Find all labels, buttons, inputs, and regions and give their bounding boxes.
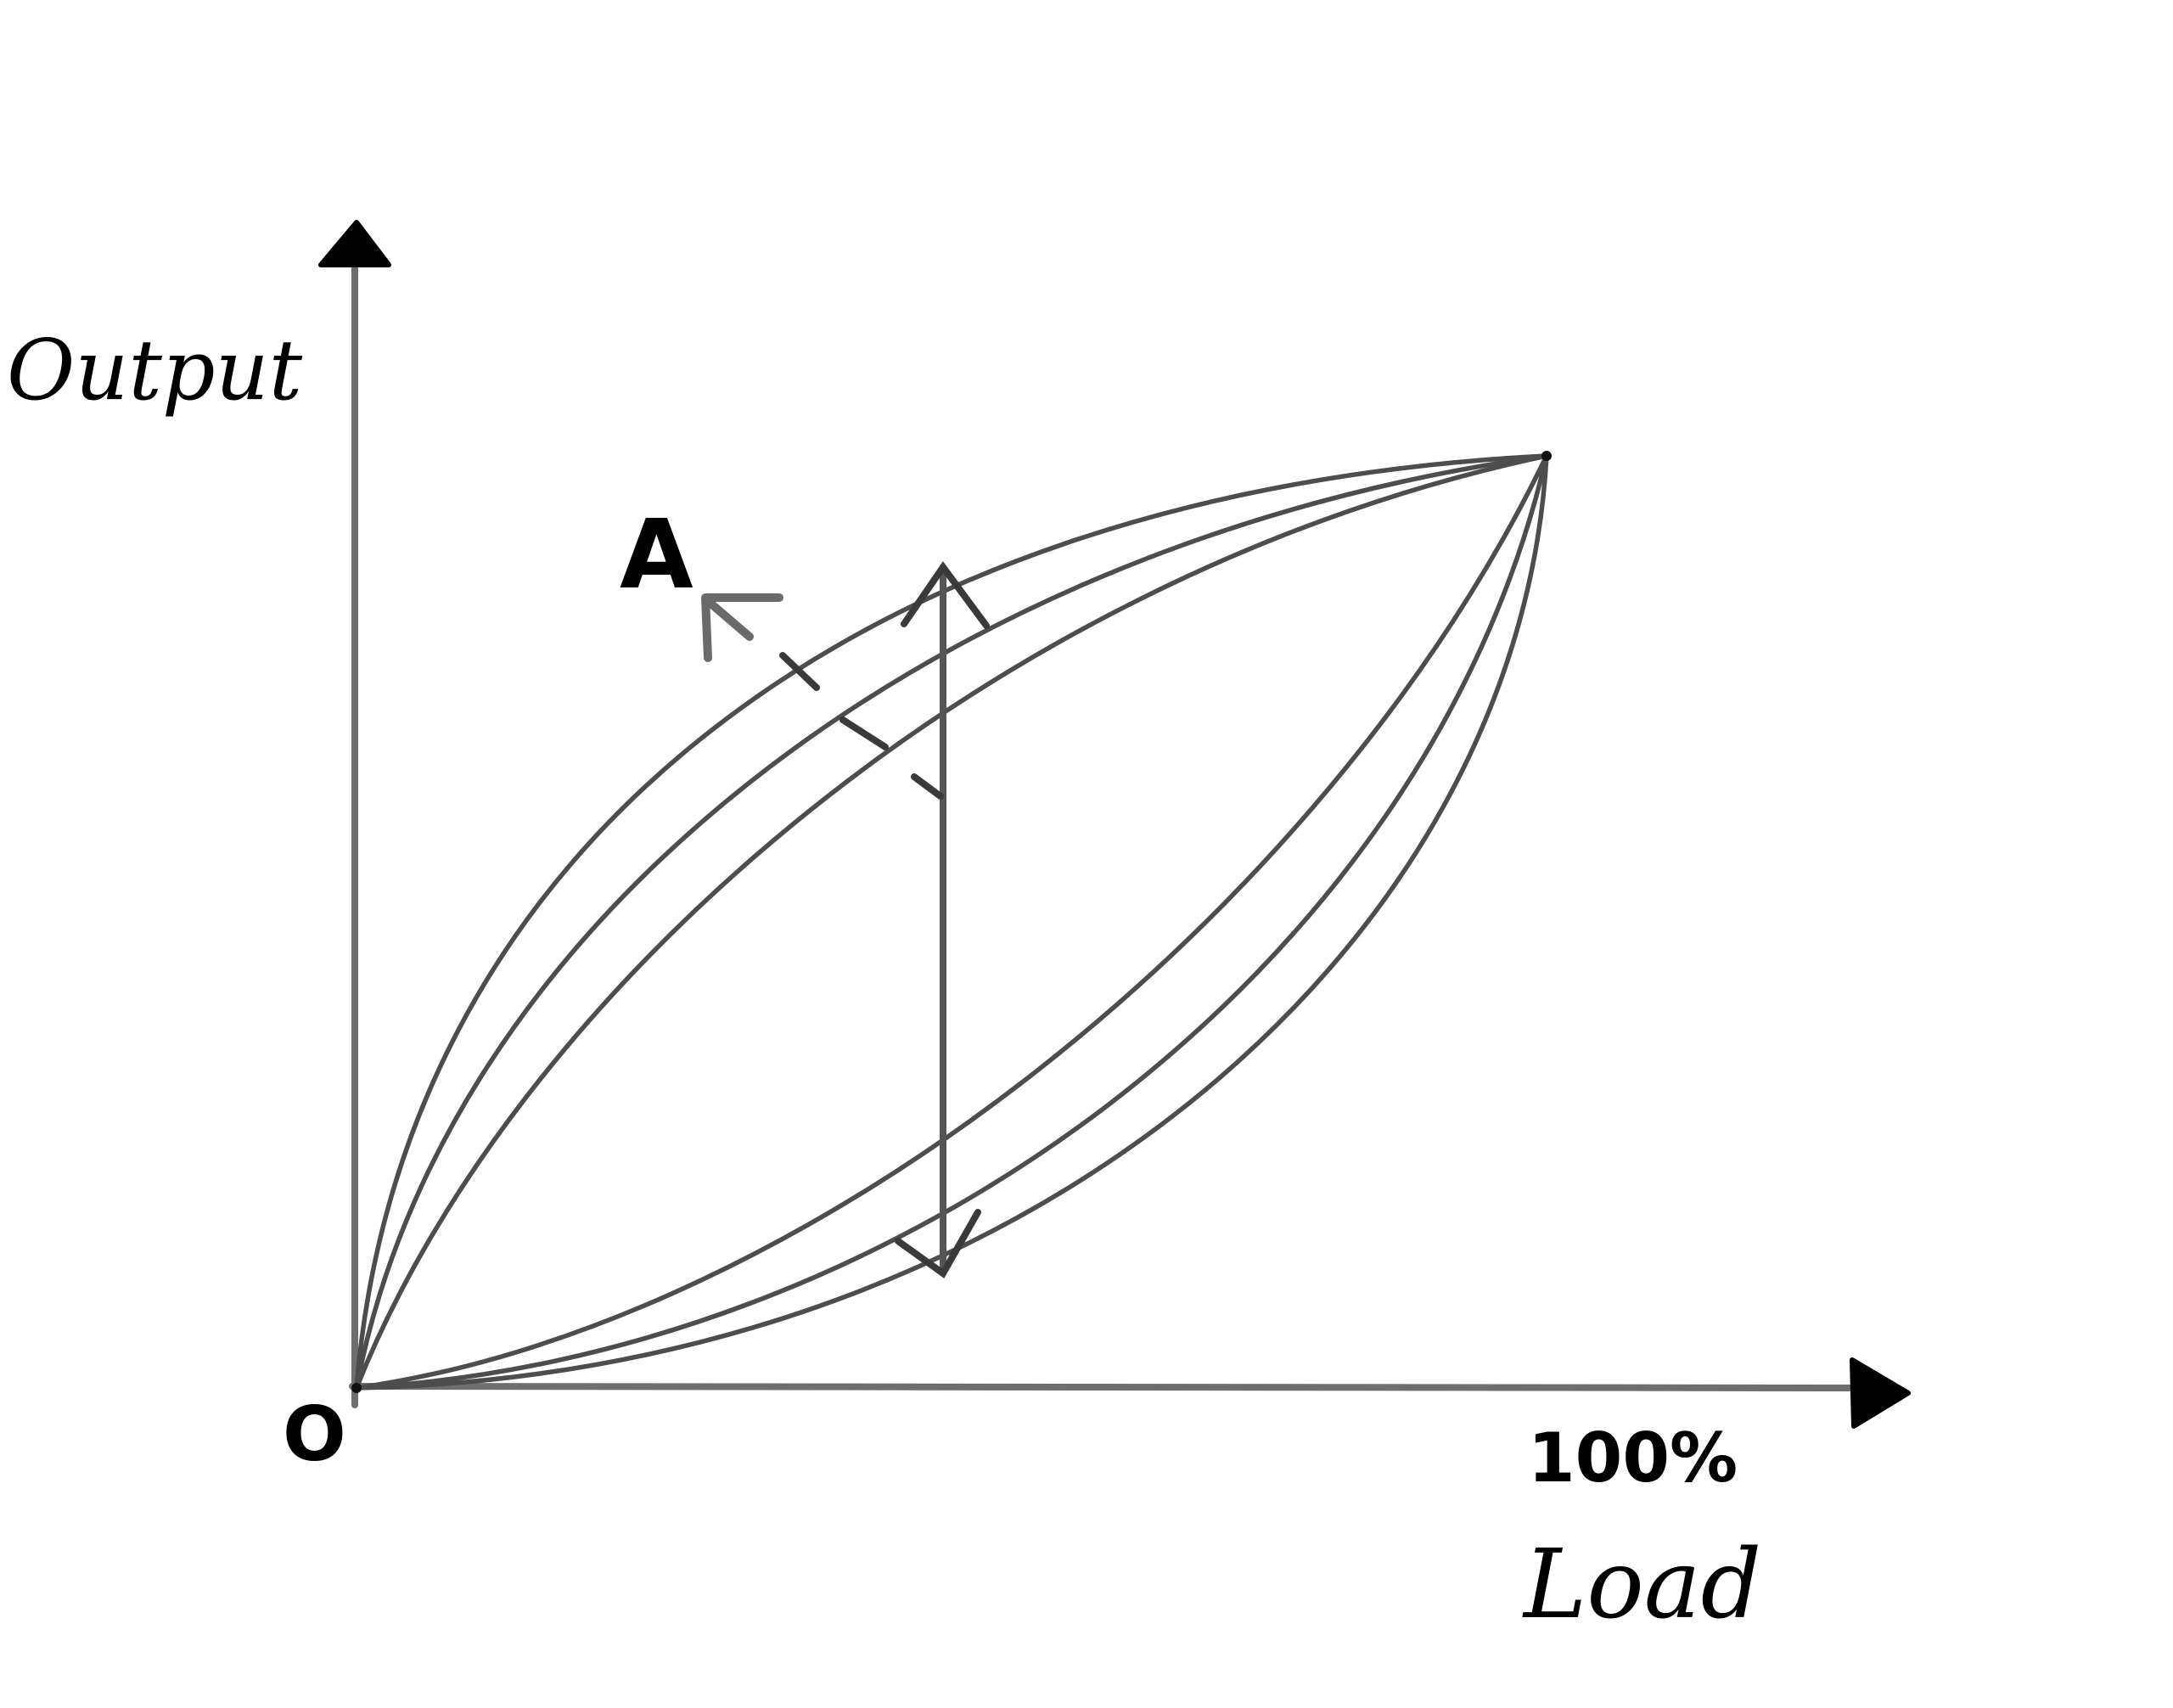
max-load-point — [1541, 451, 1552, 461]
curve-tick-mark-inner — [839, 716, 889, 750]
down-arrow-icon — [895, 1209, 981, 1278]
lower-curve-inner — [354, 453, 1549, 1391]
y-axis-arrowhead-icon — [318, 220, 391, 267]
x-axis-arrowhead-icon — [1850, 1357, 1911, 1429]
x-axis-max-label: 100% — [1528, 1419, 1738, 1497]
x-axis — [349, 1383, 1858, 1391]
lower-curve-outer — [354, 453, 1549, 1391]
origin-point — [351, 1383, 362, 1393]
upper-curve-outer — [354, 453, 1549, 1391]
lower-curve-middle — [354, 453, 1549, 1391]
up-arrow-icon — [901, 561, 990, 629]
curve-tick-mark-outer — [779, 652, 820, 691]
vertical-tick-mark — [911, 773, 944, 800]
y-axis-label: Output — [7, 323, 303, 419]
origin-label: O — [283, 1391, 346, 1478]
point-a-label: A — [620, 500, 693, 610]
arrow-a-diagonal — [704, 597, 754, 641]
upper-curve-inner — [354, 453, 1549, 1391]
x-axis-label: Load — [1522, 1530, 1761, 1640]
upper-curve-middle — [354, 453, 1549, 1391]
